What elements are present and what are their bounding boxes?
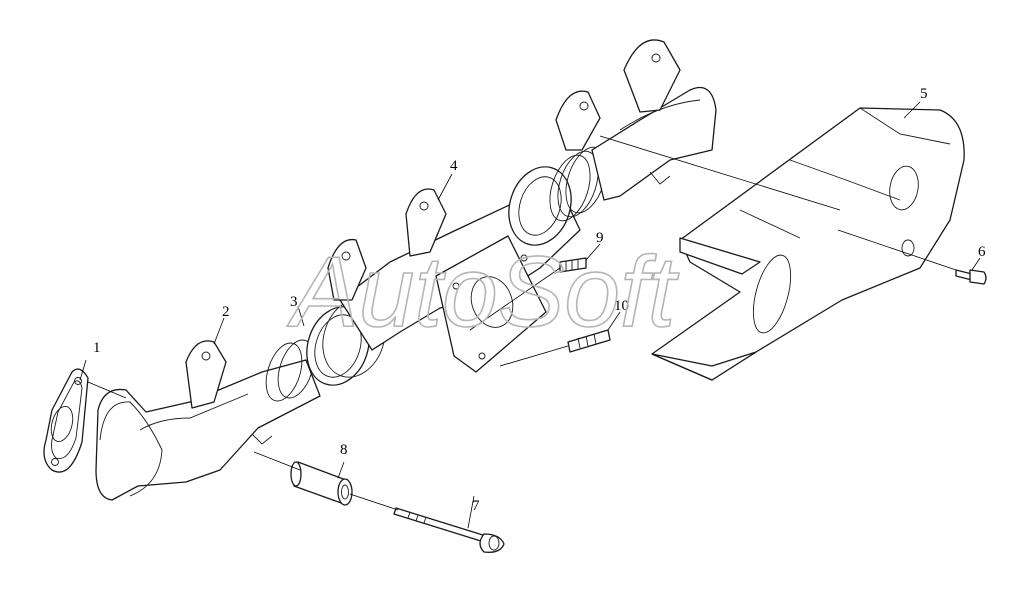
part-4-center-manifold-section <box>327 146 607 373</box>
leader-lines <box>79 101 981 529</box>
callout-9: 9 <box>596 230 604 246</box>
callout-5: 5 <box>920 86 928 102</box>
callout-2: 2 <box>222 304 230 320</box>
callout-1: 1 <box>93 340 101 356</box>
part-8-spacer-sleeve <box>290 461 353 506</box>
part-9-stud <box>559 257 587 273</box>
callout-10: 10 <box>614 298 629 314</box>
rear-manifold-section <box>555 39 717 201</box>
part-1-gasket <box>43 368 89 473</box>
callout-labels: 1 2 3 4 5 6 7 8 9 10 <box>93 86 986 514</box>
part-7-long-bolt <box>393 507 505 553</box>
callout-3: 3 <box>290 294 298 310</box>
callout-4: 4 <box>450 158 458 174</box>
part-2-front-manifold-section <box>95 340 321 501</box>
part-5-heat-shield <box>651 107 965 381</box>
part-6-bolt <box>955 269 987 285</box>
part-3-seal-rings-rear <box>265 298 386 402</box>
callout-7: 7 <box>472 498 480 514</box>
part-10-stud <box>567 329 611 353</box>
callout-8: 8 <box>340 442 348 458</box>
callout-6: 6 <box>978 244 986 260</box>
watermark: AutoSoft <box>287 236 680 348</box>
